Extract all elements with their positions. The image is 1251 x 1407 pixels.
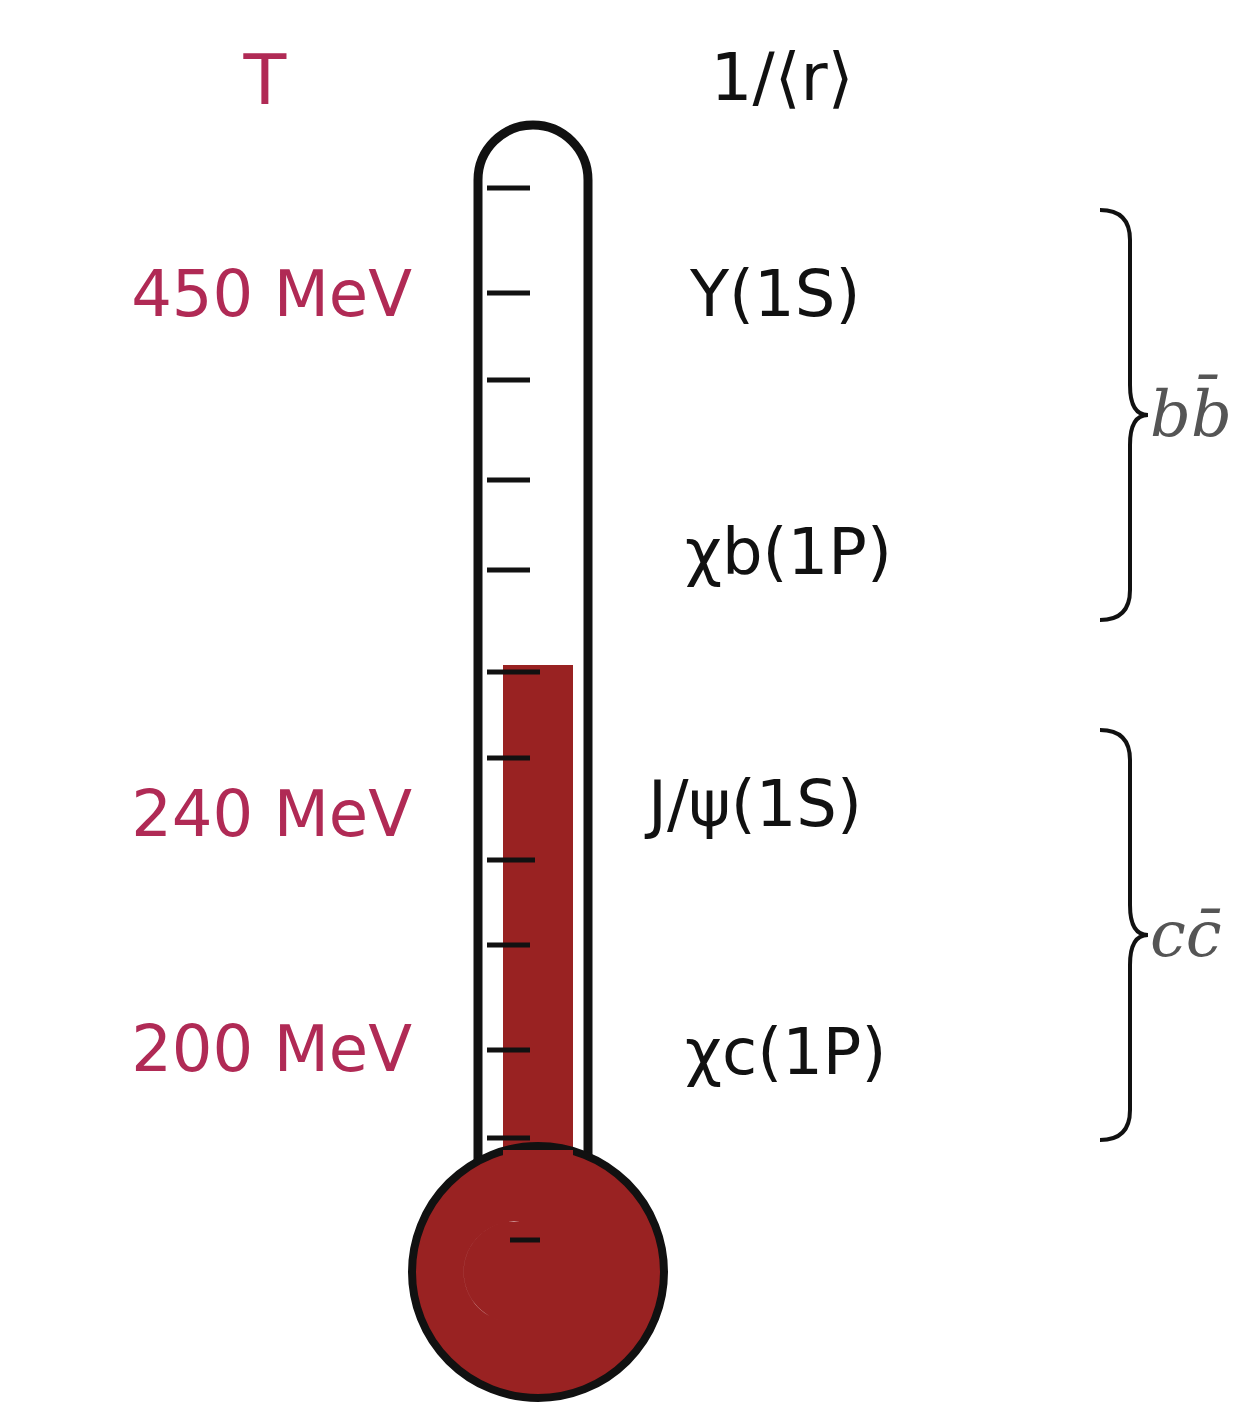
- quark-pair-label: bb̄: [1150, 378, 1232, 452]
- inverse-radius-axis-title: 1/⟨r⟩: [711, 40, 854, 116]
- crescent-highlight: [464, 1222, 520, 1322]
- bottomonium-brace: [1100, 210, 1148, 620]
- state-label: J/ψ(1S): [648, 768, 862, 842]
- state-label: χb(1P): [685, 516, 892, 590]
- temperature-value: 200 MeV: [131, 1013, 412, 1087]
- state-label: χc(1P): [685, 1016, 886, 1090]
- thermometer-bulb: [412, 1146, 664, 1398]
- quark-pair-label: cc̄: [1150, 898, 1222, 972]
- temperature-axis-title: T: [244, 40, 287, 121]
- tick-marks: [487, 188, 540, 1240]
- bulb-neck: [503, 1150, 573, 1210]
- temperature-value: 450 MeV: [131, 258, 412, 332]
- temperature-value: 240 MeV: [131, 778, 412, 852]
- state-label: Υ(1S): [690, 258, 860, 332]
- charmonium-brace: [1100, 730, 1148, 1140]
